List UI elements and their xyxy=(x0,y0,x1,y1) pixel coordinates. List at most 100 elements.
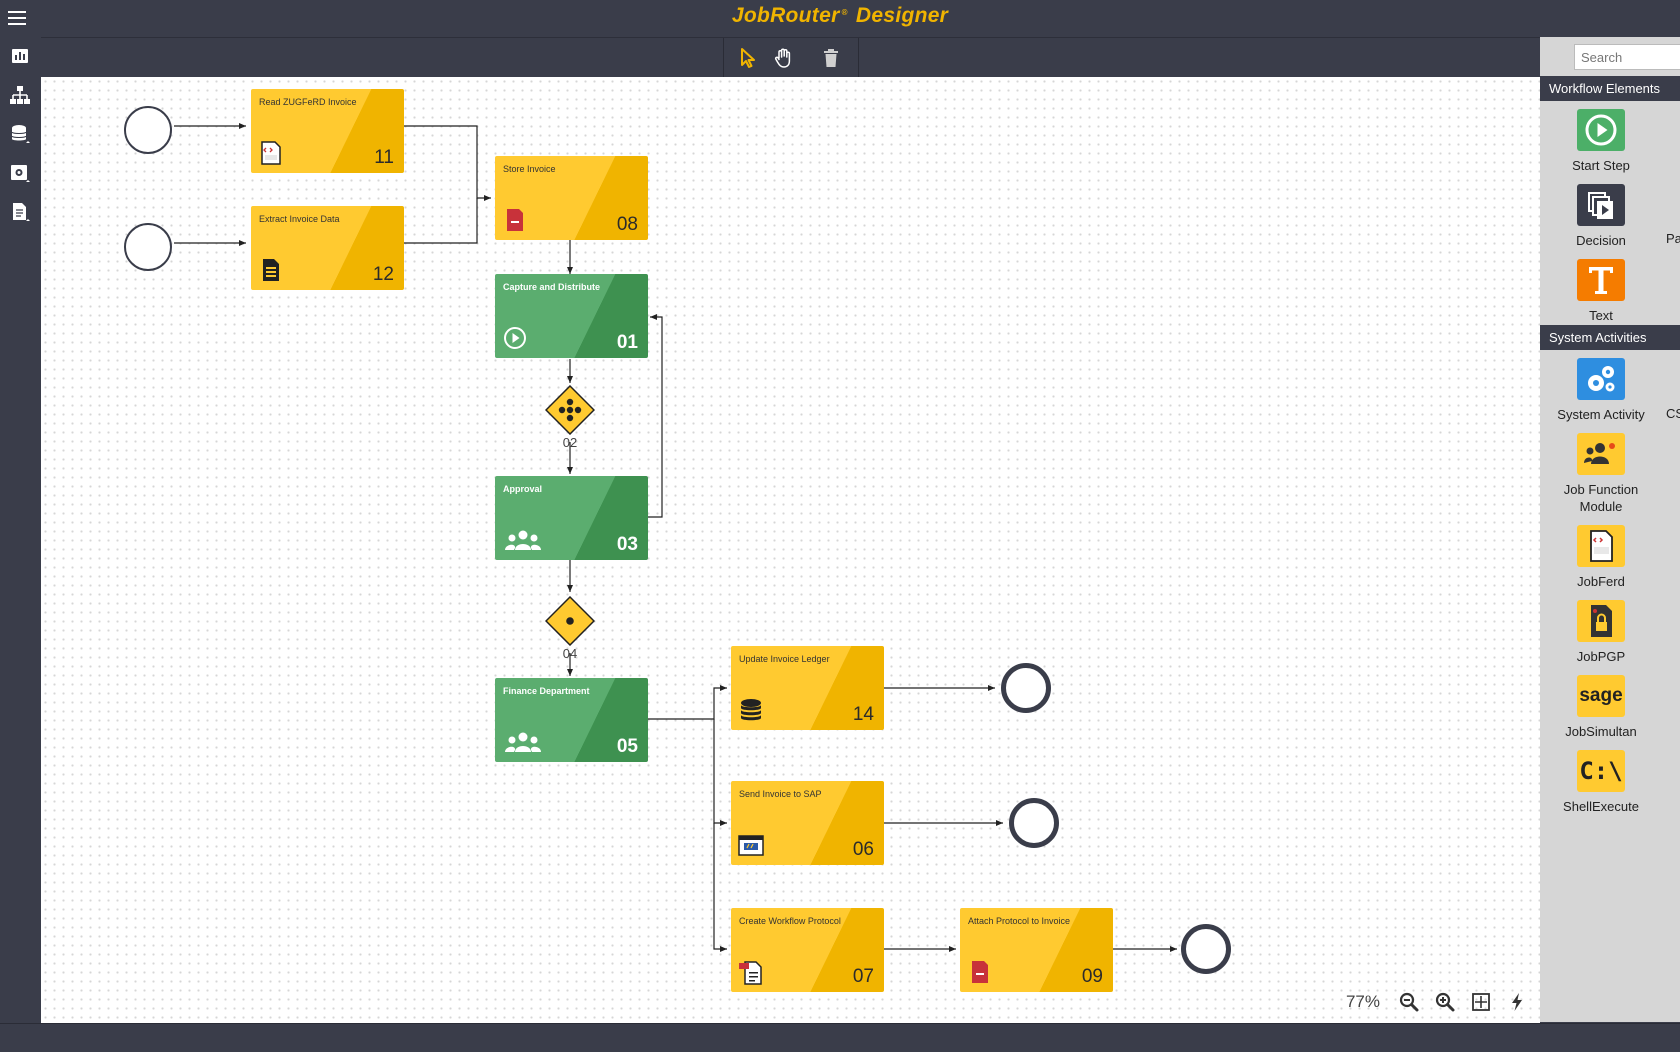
lock-document-icon xyxy=(1577,600,1625,642)
section-header: Workflow Elements xyxy=(1540,76,1680,101)
hamburger-menu-icon[interactable] xyxy=(6,8,28,28)
step-title: Finance Department xyxy=(503,686,590,696)
left-sidebar xyxy=(0,37,41,1022)
toolbar xyxy=(41,37,1540,78)
step-number: 05 xyxy=(616,736,638,757)
step-number: 12 xyxy=(372,264,394,285)
parallel-gateway[interactable] xyxy=(544,384,596,436)
tool-group xyxy=(723,38,859,78)
palette-label-partial[interactable]: CS xyxy=(1666,406,1680,421)
gateway-label: 04 xyxy=(562,646,578,661)
step-number: 09 xyxy=(1081,966,1103,987)
dashboard-icon[interactable] xyxy=(9,45,31,67)
lightning-icon[interactable] xyxy=(1506,991,1528,1013)
step-node-11[interactable]: Read ZUGFeRD Invoice 11 xyxy=(251,89,404,173)
trash-icon[interactable] xyxy=(819,46,843,70)
palette-decision[interactable]: Decision xyxy=(1551,184,1651,249)
app-title: JobRouter® Designer xyxy=(731,4,949,27)
palette-job-function-module[interactable]: Job Function Module xyxy=(1551,433,1651,515)
palette-label: Decision xyxy=(1576,233,1626,248)
end-event[interactable] xyxy=(1009,798,1059,848)
workflow-canvas[interactable]: Read ZUGFeRD Invoice 11 Extract Invoice … xyxy=(41,77,1540,1023)
palette-label: JobFerd xyxy=(1577,574,1625,589)
palette-jobferd[interactable]: JobFerd xyxy=(1551,525,1651,590)
step-title: Capture and Distribute xyxy=(503,282,601,292)
step-title: Approval xyxy=(503,484,543,494)
palette-jobsimultan[interactable]: sage JobSimultan xyxy=(1551,675,1651,740)
step-node-03[interactable]: Approval 03 xyxy=(495,476,648,560)
title-bar: JobRouter® Designer xyxy=(0,0,1680,37)
fit-to-screen-icon[interactable] xyxy=(1470,991,1492,1013)
step-node-07[interactable]: Create Workflow Protocol 07 xyxy=(731,908,884,992)
step-number: 11 xyxy=(374,147,394,168)
step-title: Store Invoice xyxy=(503,164,556,174)
palette-label: JobSimultan xyxy=(1565,724,1637,739)
step-node-12[interactable]: Extract Invoice Data 12 xyxy=(251,206,404,290)
palette-text[interactable]: Text xyxy=(1551,259,1651,324)
zoom-in-icon[interactable] xyxy=(1434,991,1456,1013)
end-event[interactable] xyxy=(1181,924,1231,974)
step-node-09[interactable]: Attach Protocol to Invoice 09 xyxy=(960,908,1113,992)
archive-box-icon xyxy=(502,207,528,233)
zoom-out-icon[interactable] xyxy=(1398,991,1420,1013)
sage-logo-text: sage xyxy=(1579,685,1623,706)
users-gear-icon xyxy=(1577,433,1625,475)
step-node-05[interactable]: Finance Department 05 xyxy=(495,678,648,762)
status-bar xyxy=(0,1023,1680,1052)
exclusive-gateway[interactable] xyxy=(544,595,596,647)
step-title: Create Workflow Protocol xyxy=(739,916,841,926)
decision-icon xyxy=(1577,184,1625,226)
step-node-08[interactable]: Store Invoice 08 xyxy=(495,156,648,240)
pointer-icon[interactable] xyxy=(736,46,760,70)
step-title: Send Invoice to SAP xyxy=(739,789,822,799)
gateway-label: 02 xyxy=(562,435,578,450)
start-event[interactable] xyxy=(124,106,172,154)
text-icon xyxy=(1577,259,1625,301)
palette-label: JobPGP xyxy=(1576,649,1626,664)
end-event[interactable] xyxy=(1001,663,1051,713)
users-group-icon xyxy=(502,729,544,755)
jobferd-icon xyxy=(258,140,284,166)
zoom-level: 77% xyxy=(1345,992,1380,1011)
step-title: Update Invoice Ledger xyxy=(739,654,830,664)
jobferd-icon xyxy=(1577,525,1625,567)
document-icon[interactable] xyxy=(9,201,31,223)
start-step-icon xyxy=(1577,109,1625,151)
database-icon xyxy=(738,697,764,723)
sap-window-icon xyxy=(738,832,764,858)
zoom-controls: 77% xyxy=(1346,987,1528,1017)
palette-jobpgp[interactable]: JobPGP xyxy=(1551,600,1651,665)
gear-settings-icon[interactable] xyxy=(9,162,31,184)
shell-icon: C:\ xyxy=(1577,750,1625,792)
step-number: 14 xyxy=(852,704,874,725)
step-number: 06 xyxy=(852,839,874,860)
step-number: 03 xyxy=(616,534,638,555)
step-title: Extract Invoice Data xyxy=(259,214,340,224)
palette-label: Start Step xyxy=(1572,158,1630,173)
document-lines-icon xyxy=(258,257,284,283)
gears-icon xyxy=(1577,358,1625,400)
database-icon[interactable] xyxy=(9,123,31,145)
play-circle-icon xyxy=(502,325,528,351)
palette-system-activity[interactable]: System Activity xyxy=(1551,358,1651,423)
step-node-01[interactable]: Capture and Distribute 01 xyxy=(495,274,648,358)
hand-pan-icon[interactable] xyxy=(772,46,796,70)
sage-icon: sage xyxy=(1577,675,1625,717)
step-node-14[interactable]: Update Invoice Ledger 14 xyxy=(731,646,884,730)
palette-label-partial[interactable]: Pa xyxy=(1666,231,1680,246)
search-input[interactable] xyxy=(1574,44,1680,70)
pdf-document-icon xyxy=(738,959,764,985)
palette-shellexecute[interactable]: C:\ ShellExecute xyxy=(1551,750,1651,815)
palette-start-step[interactable]: Start Step xyxy=(1551,109,1651,174)
archive-box-icon xyxy=(967,959,993,985)
start-event[interactable] xyxy=(124,223,172,271)
step-number: 08 xyxy=(616,214,638,235)
hierarchy-icon[interactable] xyxy=(9,84,31,106)
step-number: 07 xyxy=(852,966,874,987)
users-group-icon xyxy=(502,527,544,553)
section-header: System Activities xyxy=(1540,325,1680,350)
palette-label: Text xyxy=(1589,308,1613,323)
palette-label: System Activity xyxy=(1557,407,1645,422)
step-node-06[interactable]: Send Invoice to SAP 06 xyxy=(731,781,884,865)
